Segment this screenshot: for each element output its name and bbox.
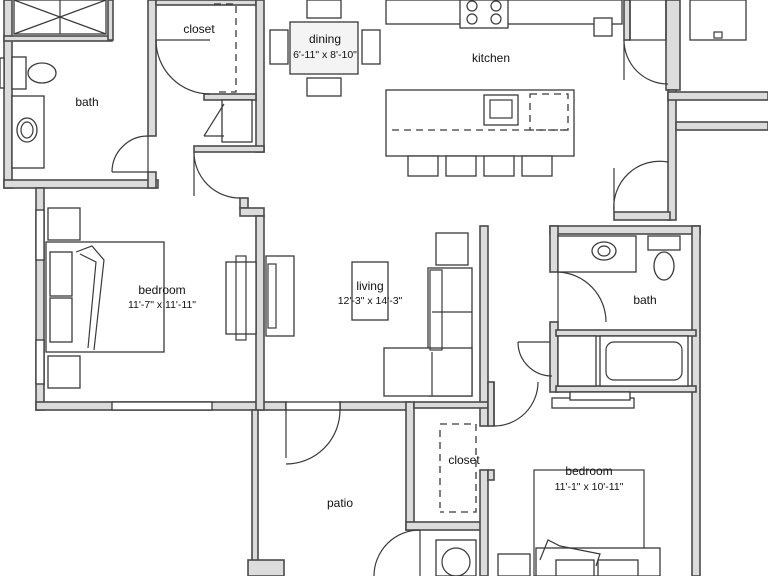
tv-console <box>265 255 295 337</box>
room-label-closet-top: closet <box>183 22 215 36</box>
kitchen-appliance <box>593 17 613 37</box>
doors <box>0 39 669 576</box>
room-label-patio: patio <box>327 496 353 510</box>
window <box>35 209 45 261</box>
toilet-bowl <box>653 251 675 281</box>
sink-right <box>591 241 617 261</box>
bar-stool <box>521 155 553 177</box>
window <box>0 57 5 89</box>
pillow <box>49 297 73 343</box>
room-dims-bedroom-right: 11'-1" x 10'-11" <box>555 481 624 493</box>
room-dims-living: 12'-3" x 14'-3" <box>338 295 403 307</box>
toilet-tank <box>11 56 27 90</box>
dishwasher <box>529 93 569 131</box>
nightstand <box>497 553 531 576</box>
bar-stool <box>445 155 477 177</box>
door-swing <box>155 39 211 95</box>
door-swing <box>111 135 149 173</box>
door-swing <box>285 409 341 465</box>
room-label-kitchen: kitchen <box>472 51 510 65</box>
closet-shelf-top <box>214 3 237 93</box>
bar-stool <box>483 155 515 177</box>
patio-slider <box>285 401 341 411</box>
linen-cabinet <box>557 335 597 387</box>
sofa-armchair <box>435 232 469 266</box>
window <box>111 401 213 411</box>
dining-chair <box>269 29 289 65</box>
toilet-tank <box>647 235 681 251</box>
sectional-sofa <box>383 347 473 397</box>
pillow <box>49 251 73 297</box>
dining-chair <box>361 29 381 65</box>
window <box>35 339 45 385</box>
dining-chair <box>306 77 342 97</box>
door-swing <box>517 341 553 377</box>
nightstand <box>47 355 81 389</box>
room-label-bedroom-left: bedroom <box>138 283 185 297</box>
bath-shelf <box>569 391 631 401</box>
toilet-bowl <box>27 62 57 84</box>
nightstand <box>47 207 81 241</box>
door-swing <box>613 160 669 213</box>
room-label-bath-right: bath <box>633 293 656 307</box>
pillow <box>555 559 595 576</box>
vanity-right <box>557 235 637 273</box>
door-swing <box>623 39 669 85</box>
dining-table <box>289 21 359 75</box>
room-dims-bedroom-left: 11'-7" x 11'-11" <box>128 299 196 311</box>
room-dims-dining: 6'-11" x 8'-10" <box>293 49 357 61</box>
door-swing <box>493 381 539 427</box>
room-label-living: living <box>356 279 383 293</box>
closet-shelf-bottom <box>440 423 477 513</box>
dresser-left <box>225 261 257 335</box>
bathtub <box>599 335 689 387</box>
door-swing <box>557 271 607 323</box>
kitchen-range <box>459 0 509 29</box>
room-label-bath-left: bath <box>75 95 98 109</box>
coffee-table <box>351 261 389 321</box>
room-label-bedroom-right: bedroom <box>565 464 612 478</box>
walls <box>3 0 768 576</box>
sink-left <box>16 117 38 143</box>
room-label-closet-bottom: closet <box>448 453 480 467</box>
refrigerator <box>689 0 747 41</box>
bar-stool <box>407 155 439 177</box>
bedroom-right-outline <box>533 469 645 576</box>
room-labels: closet bath dining 6'-11" x 8'-10" kitch… <box>75 22 656 510</box>
room-label-dining: dining <box>309 32 341 46</box>
door-swing <box>203 103 225 137</box>
kitchen-island <box>385 89 575 157</box>
door-swing <box>373 529 421 576</box>
dining-chair <box>306 0 342 19</box>
door-swing <box>193 151 241 199</box>
pillow <box>597 559 639 576</box>
fixtures <box>11 0 747 576</box>
water-heater <box>221 99 253 143</box>
